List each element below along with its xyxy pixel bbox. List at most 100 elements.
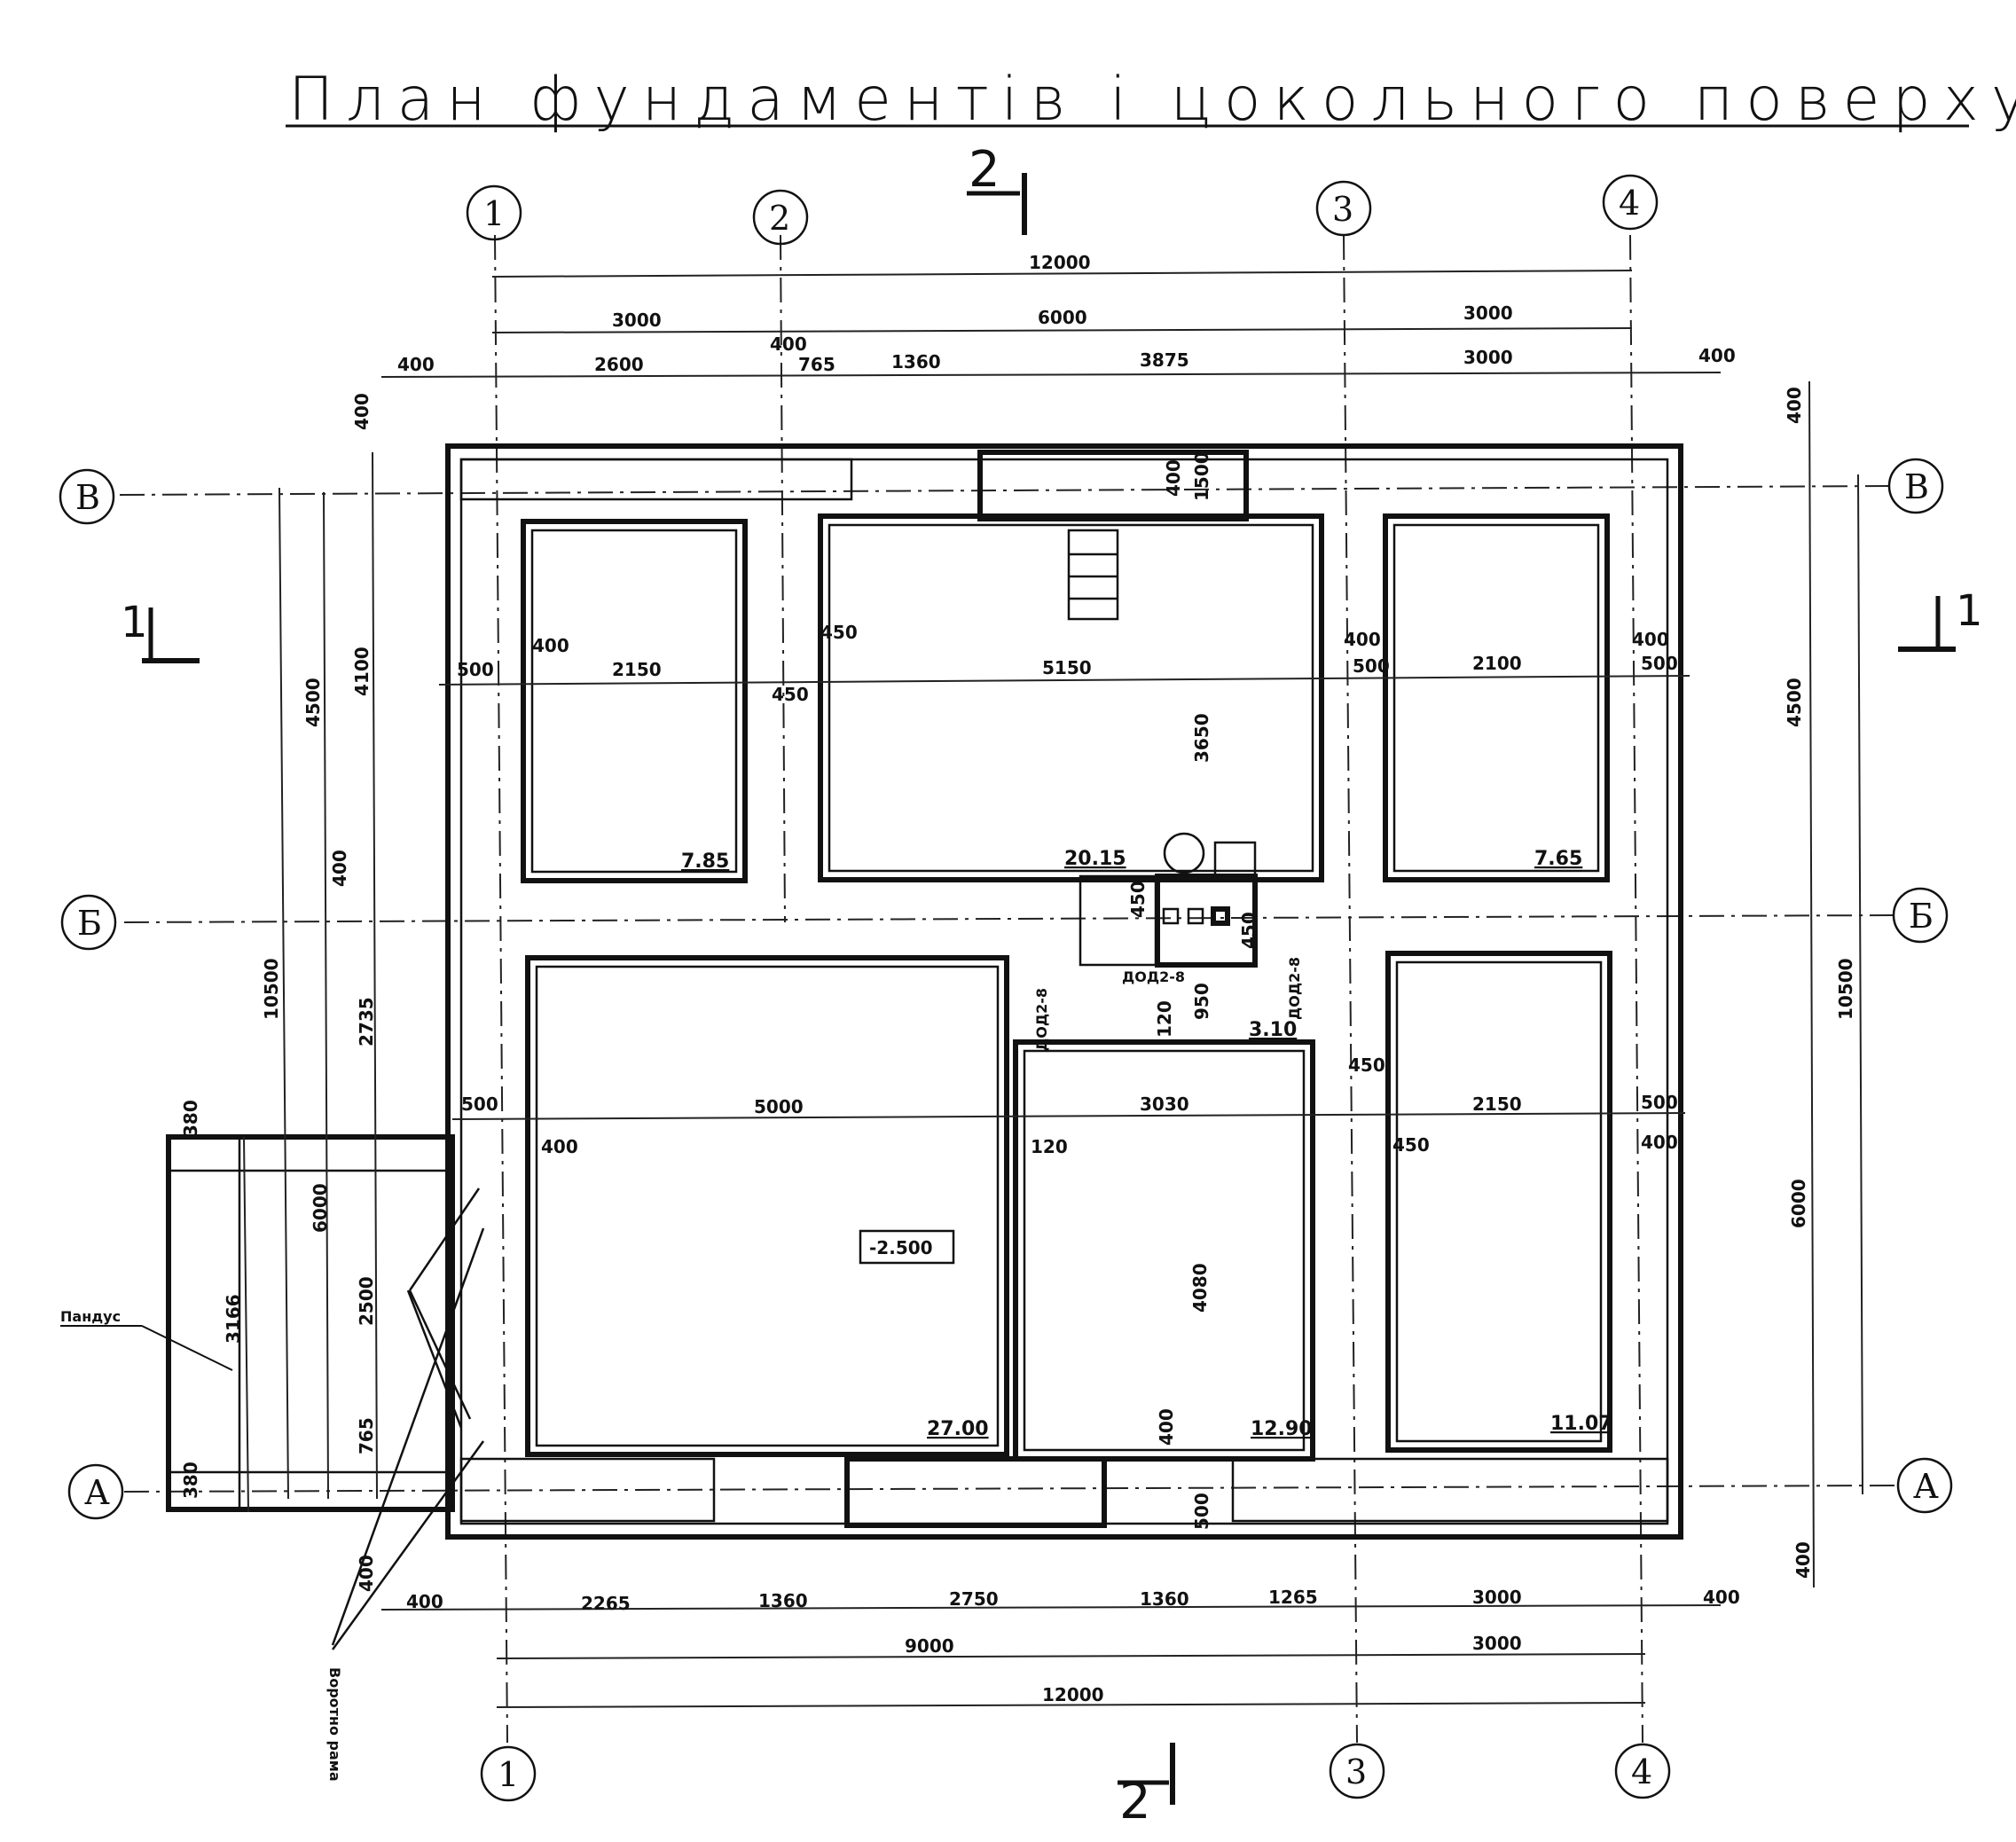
svg-text:380: 380 <box>180 1462 201 1499</box>
svg-text:380: 380 <box>180 1100 201 1137</box>
right-dimensions: 400 4500 10500 6000 400 <box>1784 380 1863 1588</box>
room-4 <box>525 955 1009 1457</box>
svg-text:450: 450 <box>1348 1054 1385 1076</box>
level-mark: -2.500 <box>859 1229 955 1265</box>
axis-marker-4-bottom: 4 <box>1614 1743 1671 1799</box>
axis-marker-1-bottom: 1 <box>480 1745 537 1802</box>
svg-text:-2.500: -2.500 <box>869 1237 933 1258</box>
svg-text:450: 450 <box>1392 1134 1430 1156</box>
ramp <box>166 1134 455 1512</box>
svg-text:765: 765 <box>798 354 835 375</box>
svg-text:765: 765 <box>356 1417 377 1454</box>
svg-text:6000: 6000 <box>310 1183 331 1233</box>
svg-text:Б: Б <box>1909 897 1934 936</box>
bottom-wall-seg-3 <box>1231 1457 1669 1523</box>
svg-text:Б: Б <box>77 904 102 943</box>
svg-text:6000: 6000 <box>1788 1179 1809 1228</box>
svg-text:2735: 2735 <box>356 997 377 1046</box>
svg-text:1500: 1500 <box>1191 451 1212 501</box>
svg-text:12000: 12000 <box>1029 252 1091 273</box>
svg-text:10500: 10500 <box>261 958 282 1020</box>
svg-text:500: 500 <box>1641 653 1678 674</box>
svg-text:400: 400 <box>1163 459 1184 497</box>
svg-text:400: 400 <box>1632 629 1669 650</box>
svg-text:400: 400 <box>406 1591 443 1612</box>
svg-text:400: 400 <box>329 850 350 887</box>
svg-text:400: 400 <box>1784 387 1805 424</box>
room-3-area: 7.65 <box>1534 848 1582 870</box>
svg-text:500: 500 <box>461 1093 498 1115</box>
axis-line-3 <box>1343 234 1358 1744</box>
axis-marker-2-top: 2 <box>752 189 809 246</box>
door-label-2: ДОД2-8 <box>1122 968 1185 985</box>
stair <box>1067 529 1119 621</box>
svg-text:3: 3 <box>1332 190 1353 229</box>
top-dimensions: 12000 3000 6000 3000 400 2600 400 765 13… <box>380 252 1736 378</box>
svg-text:400: 400 <box>770 333 807 355</box>
axis-line-b <box>123 914 1894 923</box>
section-mark-2-top: 2 <box>967 141 1027 235</box>
axis-marker-v-right: В <box>1887 458 1944 514</box>
svg-text:3000: 3000 <box>1472 1587 1522 1608</box>
interior-dim-line-upper <box>438 675 1690 686</box>
svg-text:3000: 3000 <box>1463 302 1513 324</box>
svg-text:1: 1 <box>498 1755 519 1794</box>
room-1-area: 7.85 <box>681 850 729 873</box>
svg-text:3166: 3166 <box>223 1294 244 1344</box>
section-mark-2-bottom: 2 <box>1118 1743 1175 1830</box>
axis-line-v <box>119 485 1890 496</box>
ramp-label: Пандус <box>60 1308 233 1371</box>
svg-text:450: 450 <box>1238 912 1259 949</box>
plan-title: План фундаментів і цокольного поверху <box>288 65 2016 135</box>
svg-text:12000: 12000 <box>1042 1684 1104 1705</box>
svg-text:400: 400 <box>541 1136 578 1157</box>
axis-marker-a-left: А <box>67 1463 124 1520</box>
svg-text:9000: 9000 <box>905 1635 954 1657</box>
svg-text:400: 400 <box>356 1555 377 1592</box>
svg-text:3000: 3000 <box>1463 347 1513 368</box>
svg-text:400: 400 <box>1344 629 1381 650</box>
axis-marker-3-bottom: 3 <box>1329 1743 1385 1799</box>
section-mark-1-right: 1 <box>1898 586 1983 652</box>
svg-text:400: 400 <box>1156 1408 1177 1446</box>
bottom-dimensions: 400 2265 1360 2750 1360 1265 3000 400 90… <box>380 1587 1740 1708</box>
door-label-1: ДОД2-8 <box>1033 988 1050 1051</box>
svg-text:2: 2 <box>769 199 790 238</box>
svg-text:В: В <box>75 478 100 517</box>
svg-text:4500: 4500 <box>302 678 324 727</box>
svg-text:2600: 2600 <box>594 354 644 375</box>
svg-text:3: 3 <box>1345 1752 1367 1791</box>
bottom-wall-seg-2 <box>844 1456 1107 1528</box>
svg-text:950: 950 <box>1191 983 1212 1020</box>
axis-line-4 <box>1629 234 1643 1744</box>
svg-text:А: А <box>1913 1467 1939 1506</box>
top-wall-left <box>459 458 853 501</box>
svg-text:3875: 3875 <box>1140 349 1189 371</box>
room-1 <box>521 519 748 883</box>
core-block <box>1079 832 1258 968</box>
svg-text:4: 4 <box>1631 1752 1652 1791</box>
svg-text:10500: 10500 <box>1835 958 1856 1020</box>
gate-lines <box>331 1188 485 1650</box>
svg-text:3000: 3000 <box>1472 1633 1522 1654</box>
svg-text:450: 450 <box>1127 881 1149 918</box>
section-mark-1-left: 1 <box>121 598 200 663</box>
room-6 <box>1385 951 1612 1453</box>
room-5 <box>1013 1039 1315 1462</box>
axis-line-1 <box>494 234 508 1744</box>
axis-marker-b-right: Б <box>1892 887 1949 944</box>
svg-text:400: 400 <box>1641 1132 1678 1153</box>
svg-text:500: 500 <box>1353 655 1390 677</box>
axis-marker-3-top: 3 <box>1315 180 1372 237</box>
svg-text:500: 500 <box>1191 1493 1212 1530</box>
room-2-area: 20.15 <box>1064 848 1126 870</box>
svg-text:2: 2 <box>969 141 1000 199</box>
svg-text:5000: 5000 <box>754 1096 804 1117</box>
room-7-area: 3.10 <box>1249 1019 1297 1041</box>
svg-text:400: 400 <box>1792 1541 1814 1579</box>
svg-text:2500: 2500 <box>356 1276 377 1326</box>
svg-text:1265: 1265 <box>1268 1587 1318 1608</box>
svg-text:2265: 2265 <box>581 1593 631 1614</box>
room-3 <box>1383 513 1610 882</box>
